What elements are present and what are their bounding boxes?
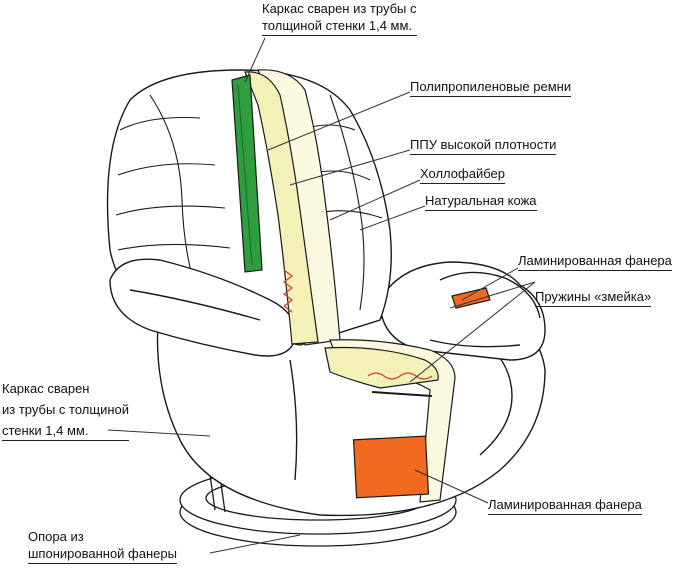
plywood-seat-panel	[352, 435, 430, 499]
leader-lines	[107, 37, 536, 554]
frame-rail-seat	[371, 391, 433, 397]
foam-back-layer	[244, 71, 319, 345]
label-frame-top-line1: Каркас сварен из трубы с	[262, 1, 417, 16]
seat-cutaway	[324, 339, 456, 503]
foam-seat-layer	[324, 346, 439, 389]
label-frame-left: Каркас сварен из трубы с толщиной стенки…	[2, 380, 129, 441]
label-plywood-arm: Ламинированная фанера	[518, 252, 672, 271]
label-base-line1: Опора из	[28, 529, 84, 544]
label-frame-top-line2: толщиной стенки 1,4 мм.	[262, 17, 417, 36]
label-foam: ППУ высокой плотности	[410, 136, 557, 155]
backrest-cutaway	[231, 69, 341, 346]
label-belts: Полипропиленовые ремни	[410, 78, 572, 97]
springs-seat	[367, 372, 433, 380]
label-hollofiber: Холлофайбер	[420, 165, 505, 184]
label-leather: Натуральная кожа	[425, 192, 537, 211]
springs-back	[283, 269, 293, 313]
label-base: Опора из шпонированной фанеры	[28, 528, 177, 564]
label-frame-left-line2: из трубы с толщиной	[2, 402, 129, 417]
label-base-line2: шпонированной фанеры	[28, 545, 177, 564]
plywood-arm-panel	[451, 287, 491, 309]
right-armrest	[379, 261, 546, 361]
label-frame-top: Каркас сварен из трубы с толщиной стенки…	[262, 0, 417, 36]
label-plywood-seat: Ламинированная фанера	[488, 496, 642, 515]
label-frame-left-line3: стенки 1,4 мм.	[2, 422, 129, 441]
frame-tube-back	[231, 74, 263, 273]
label-frame-left-line1: Каркас сварен	[2, 381, 90, 396]
label-springs: Пружины «змейка»	[535, 288, 652, 307]
